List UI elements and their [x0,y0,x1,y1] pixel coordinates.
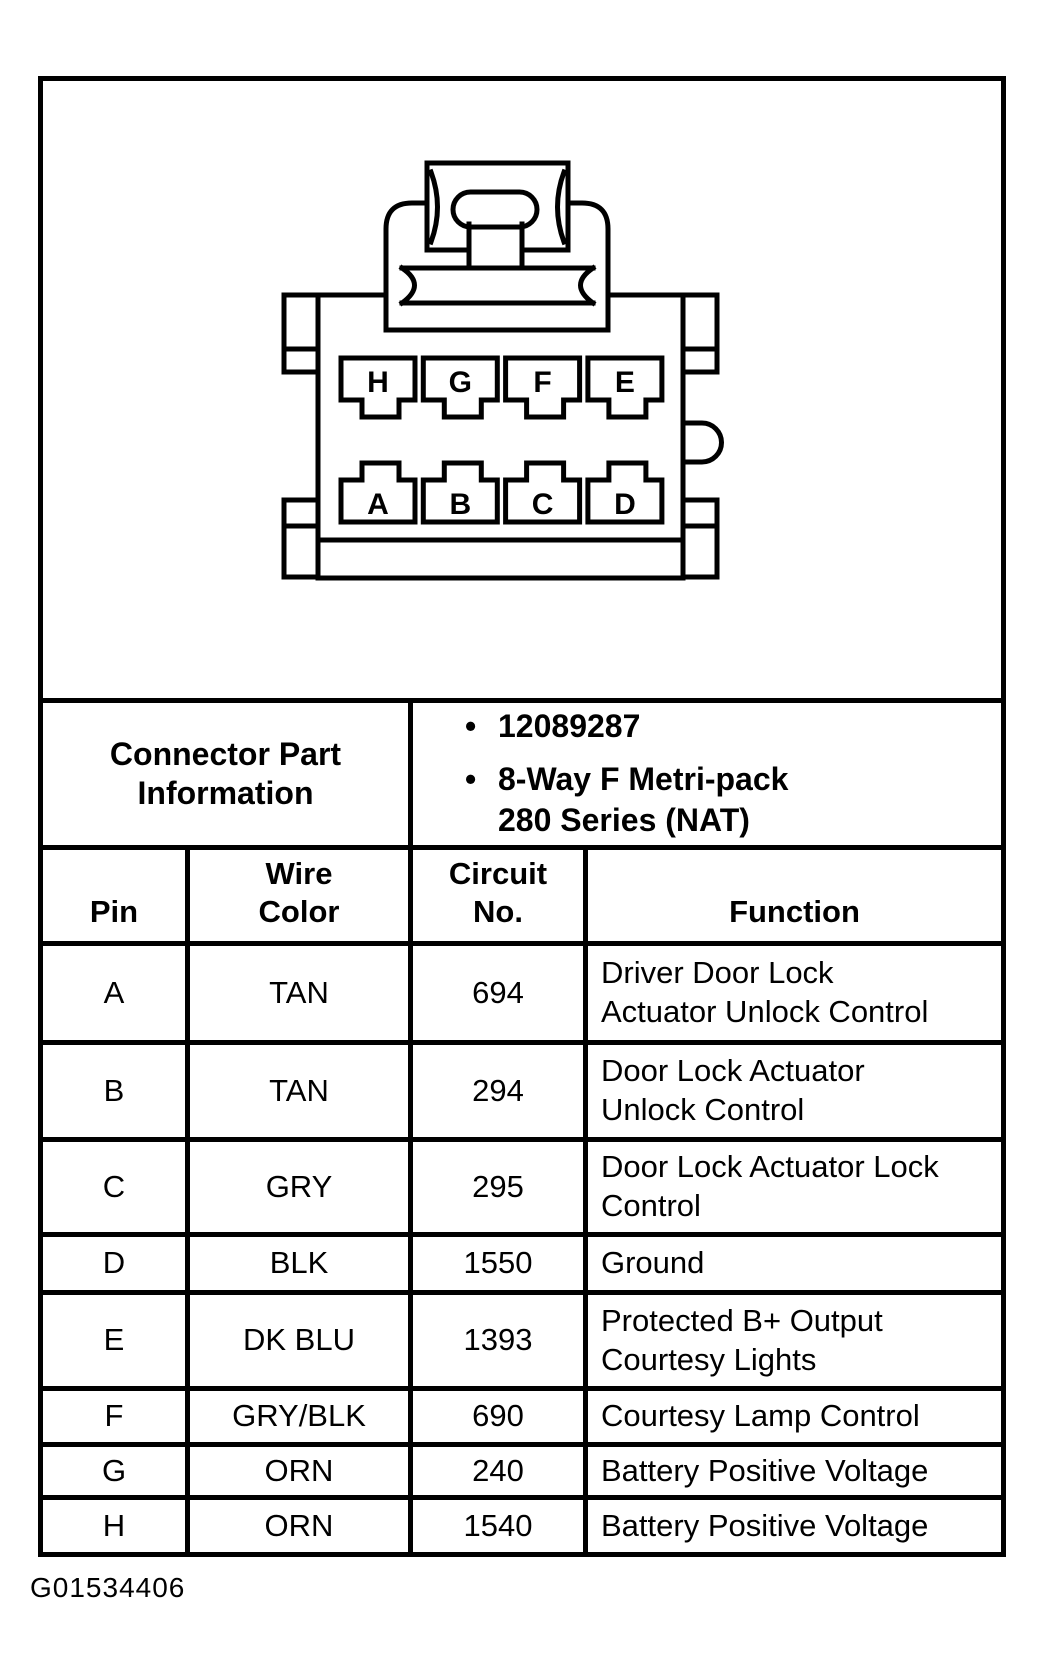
table-row: G ORN 240 Battery Positive Voltage [43,1442,1001,1495]
header-pin: Pin [43,850,190,941]
function-cell: Driver Door Lock Actuator Unlock Control [601,955,929,1029]
table-row: E DK BLU 1393 Protected B+ Output Courte… [43,1290,1001,1386]
header-wire-color: Wire Color [190,850,413,941]
connector-base [315,537,686,581]
pin-cavities-bottom-row [338,460,665,525]
pin-cell: B [43,1045,190,1137]
wire-color-cell: GRY/BLK [190,1391,413,1442]
pin-cell: F [43,1391,190,1442]
figure-id-label: G01534406 [30,1572,186,1603]
table-row: B TAN 294 Door Lock Actuator Unlock Cont… [43,1040,1001,1137]
latch-block [424,160,571,253]
connector-info-sheet: H G F E A B C D Connector Part Informati… [38,76,1006,1557]
circuit-no-cell: 690 [413,1391,588,1442]
part-info-details: • 12089287 • 8-Way F Metri-pack 280 Seri… [413,703,1001,845]
pin-cell: D [43,1237,190,1290]
wire-color-cell: ORN [190,1500,413,1552]
wire-color-cell: DK BLU [190,1295,413,1386]
table-row: C GRY 295 Door Lock Actuator Lock Contro… [43,1137,1001,1232]
latch-bracket [383,200,611,333]
part-info-row: Connector Part Information • 12089287 • … [43,698,1001,845]
wire-color-cell: GRY [190,1142,413,1232]
part-info-item: • 8-Way F Metri-pack 280 Series (NAT) [465,759,1001,842]
pin-cavity-label: H [367,366,389,399]
connector-outline [281,160,724,581]
mounting-ears [281,292,720,580]
wire-color-cell: TAN [190,946,413,1040]
circuit-no-cell: 694 [413,946,588,1040]
pin-cell: A [43,946,190,1040]
header-function: Function [729,894,860,930]
latch-loop [450,189,540,230]
pin-cavity-labels: H G F E A B C D [367,366,636,521]
wire-color-cell: BLK [190,1237,413,1290]
function-cell: Door Lock Actuator Lock Control [601,1149,939,1223]
part-info-heading: Connector Part Information [43,703,413,845]
function-cell: Courtesy Lamp Control [601,1398,920,1434]
header-circuit-no: Circuit No. [413,850,588,941]
pin-cavity-label: E [615,366,635,399]
pin-cavity-label: C [532,488,554,521]
pin-cell: C [43,1142,190,1232]
circuit-no-cell: 240 [413,1447,588,1495]
pin-cavity-label: G [449,366,472,399]
circuit-no-cell: 295 [413,1142,588,1232]
table-row: F GRY/BLK 690 Courtesy Lamp Control [43,1386,1001,1442]
function-cell: Protected B+ Output Courtesy Lights [601,1302,883,1377]
circuit-no-cell: 1540 [413,1500,588,1552]
pin-cell: E [43,1295,190,1386]
circuit-no-cell: 294 [413,1045,588,1137]
wire-color-cell: ORN [190,1447,413,1495]
pin-cavities-top-row [338,355,665,420]
index-bump [680,420,724,465]
pin-cavity-label: F [533,366,551,399]
function-cell: Battery Positive Voltage [601,1507,929,1543]
pin-cavity-label: D [614,488,636,521]
bullet-icon: • [465,708,477,745]
table-row: A TAN 694 Driver Door Lock Actuator Unlo… [43,941,1001,1040]
wire-color-cell: TAN [190,1045,413,1137]
circuit-no-cell: 1393 [413,1295,588,1386]
connector-figure-cell: H G F E A B C D [43,81,1001,698]
part-number: 12089287 [498,708,641,745]
pin-cavity-label: B [449,488,471,521]
pin-cell: H [43,1500,190,1552]
pin-cell: G [43,1447,190,1495]
latch-crossbar [398,264,597,307]
circuit-no-cell: 1550 [413,1237,588,1290]
table-row: H ORN 1540 Battery Positive Voltage [43,1495,1001,1552]
latch-stem [466,221,525,271]
connector-series: 8-Way F Metri-pack 280 Series (NAT) [498,760,789,839]
part-info-item: • 12089287 [465,706,1001,748]
pin-table-header-row: Pin Wire Color Circuit No. Function [43,845,1001,941]
pin-cavity-label: A [367,488,389,521]
part-info-heading-text: Connector Part Information [109,735,342,811]
bullet-icon: • [465,760,477,797]
function-cell: Ground [601,1245,705,1281]
function-cell: Door Lock Actuator Unlock Control [601,1053,865,1127]
function-cell: Battery Positive Voltage [601,1452,929,1488]
connector-face-view-diagram: H G F E A B C D [281,160,724,581]
table-row: D BLK 1550 Ground [43,1232,1001,1290]
